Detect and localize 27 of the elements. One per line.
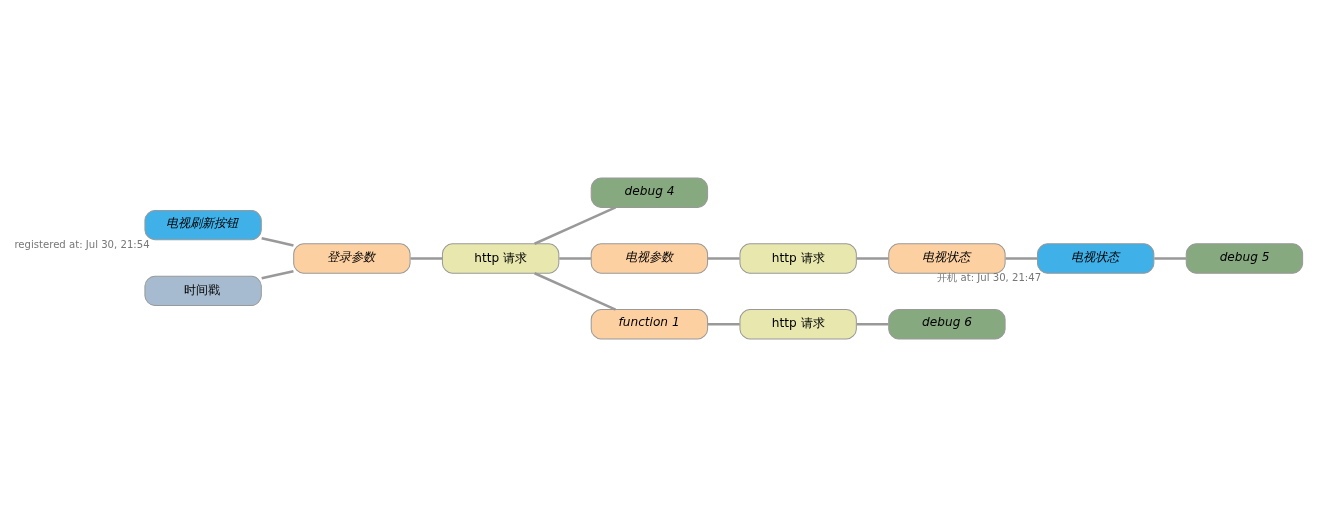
connector <box>856 257 889 260</box>
node-box: http 请求 <box>739 309 857 340</box>
connector <box>559 257 591 260</box>
node-box: function 1 <box>590 309 709 340</box>
node-box: 时间戳 <box>144 275 262 307</box>
node-box: debug 6 <box>888 309 1006 340</box>
node-box: debug 4 <box>590 177 709 208</box>
node-box: http 请求 <box>739 243 857 274</box>
node-box: 电视状态 <box>1037 243 1155 274</box>
node-label: 开机 at: Jul 30, 21:47 <box>937 272 1042 284</box>
connector <box>534 206 617 245</box>
node-box: 电视状态 <box>888 243 1006 274</box>
connector <box>856 323 889 326</box>
connector <box>261 269 294 280</box>
connector <box>534 272 617 311</box>
node-box: 电视刷新按钮 <box>144 209 262 241</box>
connector <box>261 236 294 247</box>
node-box: debug 5 <box>1185 243 1304 274</box>
connector <box>410 257 443 260</box>
node-box: 登录参数 <box>293 243 411 274</box>
node-box: 电视参数 <box>590 243 709 274</box>
node-label: registered at: Jul 30, 21:54 <box>14 238 150 250</box>
connector <box>708 323 740 326</box>
connector <box>708 257 740 260</box>
node-box: http 请求 <box>441 243 560 274</box>
connector <box>1005 257 1038 260</box>
connector <box>1154 257 1186 260</box>
